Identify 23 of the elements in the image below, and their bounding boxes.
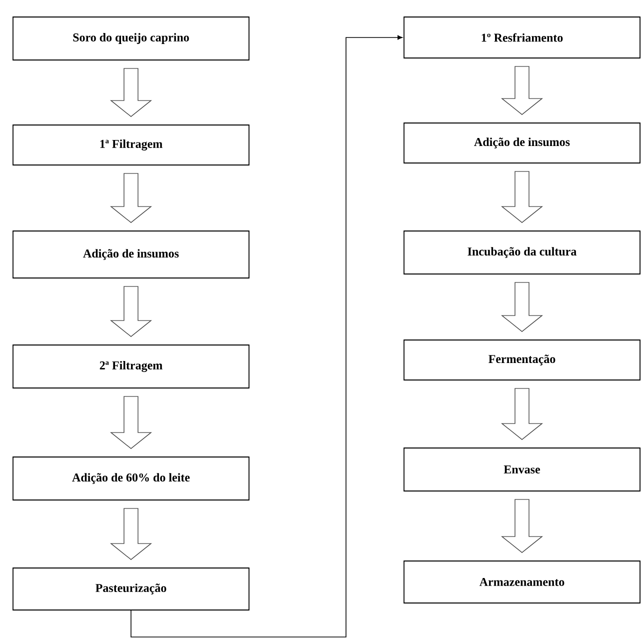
block-arrow bbox=[110, 286, 152, 337]
return-arrow bbox=[130, 35, 402, 638]
process-box: Adição de 60% do leite bbox=[12, 456, 250, 500]
process-box: Armazenamento bbox=[404, 560, 640, 604]
process-box: 2ª Filtragem bbox=[12, 344, 250, 388]
block-arrow bbox=[110, 68, 152, 117]
block-arrow bbox=[110, 173, 152, 223]
block-arrow bbox=[501, 171, 543, 223]
block-arrow bbox=[110, 508, 152, 560]
process-box: Envase bbox=[404, 448, 640, 492]
process-box: Adição de insumos bbox=[12, 230, 250, 278]
process-box: Fermentação bbox=[404, 340, 640, 380]
process-box: Adição de insumos bbox=[404, 122, 640, 164]
process-box: Incubação da cultura bbox=[404, 230, 640, 274]
process-box: Pasteurização bbox=[12, 568, 250, 610]
process-box: 1ª Filtragem bbox=[12, 124, 250, 166]
block-arrow bbox=[110, 396, 152, 449]
block-arrow bbox=[501, 499, 543, 553]
block-arrow bbox=[501, 282, 543, 332]
block-arrow bbox=[501, 388, 543, 440]
process-box: Soro do queijo caprino bbox=[12, 16, 250, 60]
block-arrow bbox=[501, 66, 543, 115]
process-box: 1º Resfriamento bbox=[404, 16, 640, 58]
